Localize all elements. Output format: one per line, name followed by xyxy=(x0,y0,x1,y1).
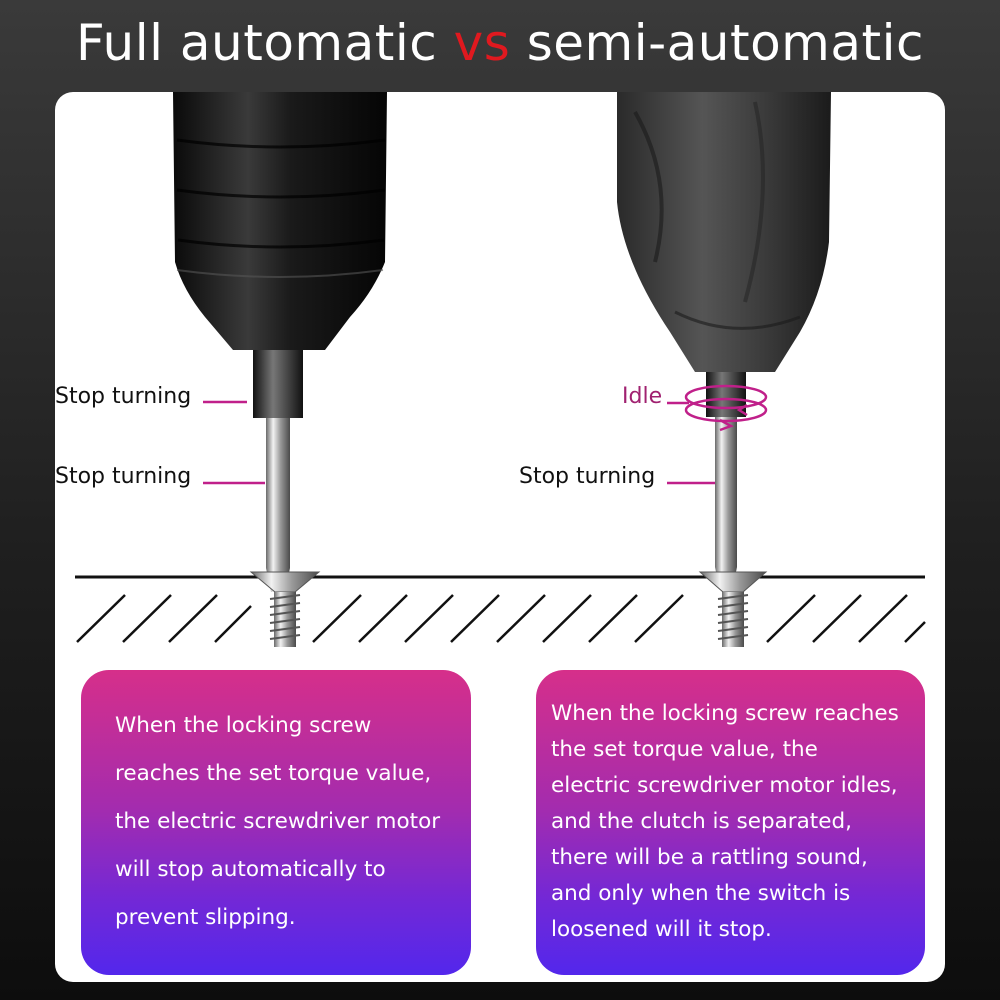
rotation-arrow-icon xyxy=(684,384,768,432)
title-part-full-automatic: Full automatic xyxy=(76,14,454,72)
full-automatic-description-text: When the locking screw reaches the set t… xyxy=(115,713,441,930)
left-screwdriver-body xyxy=(173,92,387,350)
label-idle: Idle xyxy=(622,384,663,409)
left-chuck-collar xyxy=(253,350,303,418)
right-bit-shaft xyxy=(715,417,737,567)
title-part-semi-automatic: semi-automatic xyxy=(510,14,924,72)
label-stop-turning-right: Stop turning xyxy=(519,464,656,489)
semi-automatic-description-text: When the locking screw reaches the set t… xyxy=(551,701,899,942)
label-stop-turning-left-bottom: Stop turning xyxy=(55,464,192,489)
left-bit-shaft xyxy=(266,418,290,568)
comparison-panel: Stop turning Stop turning Idle Stop turn… xyxy=(55,92,945,982)
right-screw xyxy=(698,571,768,647)
page-title: Full automatic vs semi-automatic xyxy=(0,14,1000,72)
right-screwdriver-body xyxy=(617,92,831,372)
title-vs: vs xyxy=(453,14,511,72)
semi-automatic-description-card: When the locking screw reaches the set t… xyxy=(536,670,925,975)
full-automatic-description-card: When the locking screw reaches the set t… xyxy=(81,670,471,975)
comparison-illustration xyxy=(75,92,926,647)
left-screw xyxy=(249,571,321,647)
label-stop-turning-left-top: Stop turning xyxy=(55,384,192,409)
work-surface-hatching xyxy=(76,594,926,643)
